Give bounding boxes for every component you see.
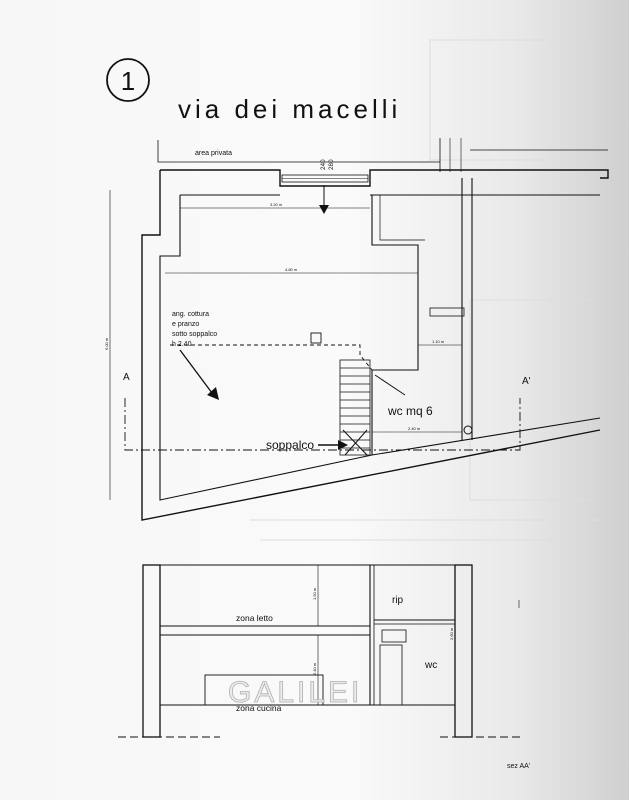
door-height-2: 280 (328, 159, 335, 170)
sheet-number: 1 (121, 66, 135, 96)
sheet-number-circle (106, 58, 150, 102)
section-dim-lower: 2.40 m (312, 662, 317, 675)
kitchen-note-line-1: ang. cottura (172, 311, 209, 318)
zona-letto-label: zona letto (236, 613, 273, 623)
door-height-1: 240 (320, 159, 327, 170)
section-dim-wc: 2.60 m (449, 627, 454, 640)
section-caption: sez AA' (507, 763, 530, 770)
soppalco-label: soppalco (266, 438, 314, 452)
street-title: via dei macelli (178, 94, 401, 124)
kitchen-note-line-3: sotto soppalco (172, 331, 217, 338)
rip-label: rip (392, 595, 404, 606)
plan-dim-width-top: 3.20 m (270, 202, 283, 207)
wc-label: wc (424, 660, 437, 671)
zona-cucina-label: zona cucina (236, 703, 282, 713)
plan-dim-width-main: 4.80 m (285, 267, 298, 272)
section-drawing: 1.50 m 2.40 m 2.60 m zona letto zona cuc… (118, 564, 530, 770)
kitchen-arrow-icon (207, 387, 219, 400)
section-marker-a: A (123, 372, 130, 383)
plan-dim-corridor: 1.10 m (432, 339, 445, 344)
plan-dim-wc: 2.40 m (408, 426, 421, 431)
wc-area-label: wc mq 6 (387, 404, 433, 418)
scan-ghosting (250, 39, 600, 541)
kitchen-note: ang. cottura e pranzo sotto soppalco h 2… (172, 311, 217, 348)
kitchen-note-line-4: h 2.40 (172, 341, 192, 348)
watermark-logo: GALILEI (228, 676, 362, 709)
kitchen-note-line-2: e pranzo (172, 321, 199, 328)
plan-dim-depth: 6.00 m (104, 337, 109, 350)
section-marker-a-prime: A' (522, 376, 531, 387)
area-privata-label: area privata (195, 150, 232, 157)
floor-plan: 240 280 (104, 138, 609, 521)
soppalco-arrow-icon (338, 440, 348, 450)
section-dim-upper: 1.50 m (312, 587, 317, 600)
